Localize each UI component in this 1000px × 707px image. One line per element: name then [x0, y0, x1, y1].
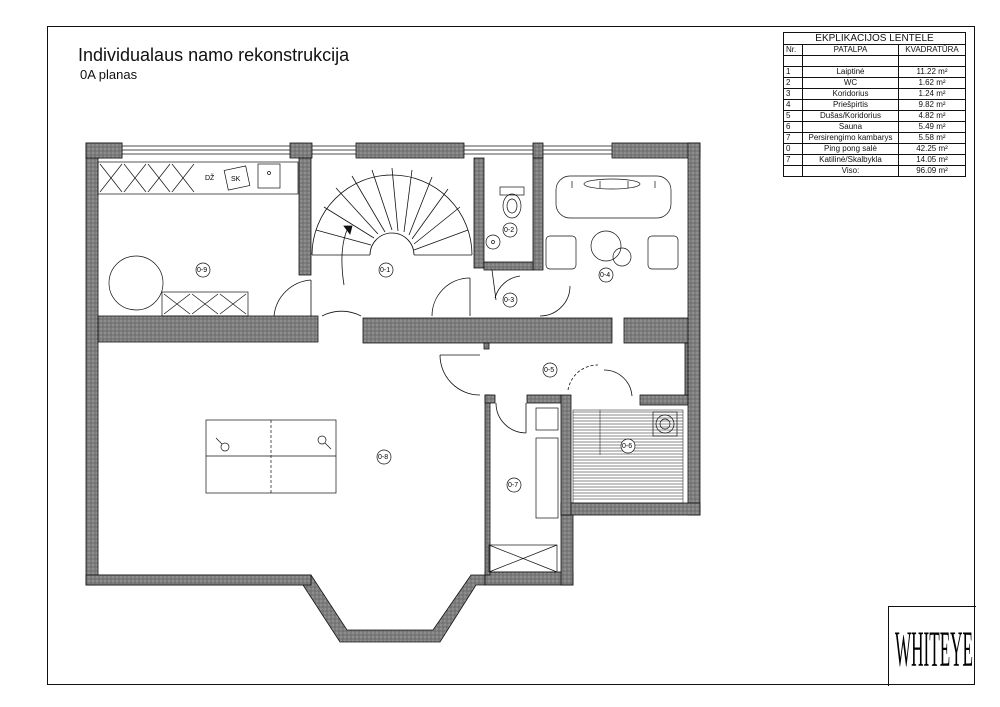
legend-total-label: Viso: [802, 165, 899, 177]
dressing-room-furniture [488, 407, 559, 573]
interior-walls [97, 157, 689, 576]
room-tags [195, 222, 636, 493]
kitchen-cabinets [97, 161, 299, 195]
room-tag-0-4: 0-4 [600, 272, 610, 279]
wc-fixtures [485, 186, 525, 250]
lounge-furniture [545, 175, 679, 270]
room-tag-0-9: 0-9 [197, 267, 207, 274]
sauna-bench-outline [572, 409, 684, 504]
outer-walls [85, 142, 701, 643]
logo-wordmark: WHITEYE [895, 620, 973, 678]
sauna-benches [572, 409, 684, 504]
dryer-label: DŽ [205, 173, 215, 182]
door-swings [273, 269, 633, 434]
ping-pong-table [205, 419, 337, 494]
room-tag-0-3: 0-3 [504, 297, 514, 304]
drawing-frame [47, 26, 975, 685]
room-tag-0-6: 0-6 [622, 443, 632, 450]
room-tag-0-2: 0-2 [504, 227, 514, 234]
room-legend-table: EKPLIKACIJOS LENTELĖ Nr. PATALPA KVADRAT… [783, 32, 966, 177]
washer-label: SK [231, 176, 241, 183]
spiral-staircase [311, 167, 473, 286]
company-logo: WHITEYE [888, 606, 976, 686]
drawing-subtitle: 0A planas [80, 67, 138, 82]
legend-total-row: Viso: 96.09 m² [783, 165, 966, 177]
legend-total-area: 96.09 m² [898, 165, 966, 177]
room-tag-0-7: 0-7 [508, 482, 518, 489]
sauna-heater [652, 411, 678, 437]
room-tag-0-5: 0-5 [544, 367, 554, 374]
room-tag-0-8: 0-8 [378, 454, 388, 461]
laundry-furniture [108, 255, 249, 317]
window-frames [122, 145, 612, 155]
drawing-title: Individualaus namo rekonstrukcija [78, 45, 350, 65]
legend-header-row: Nr. PATALPA KVADRATŪRA [783, 44, 966, 56]
room-tag-0-1: 0-1 [380, 267, 390, 274]
